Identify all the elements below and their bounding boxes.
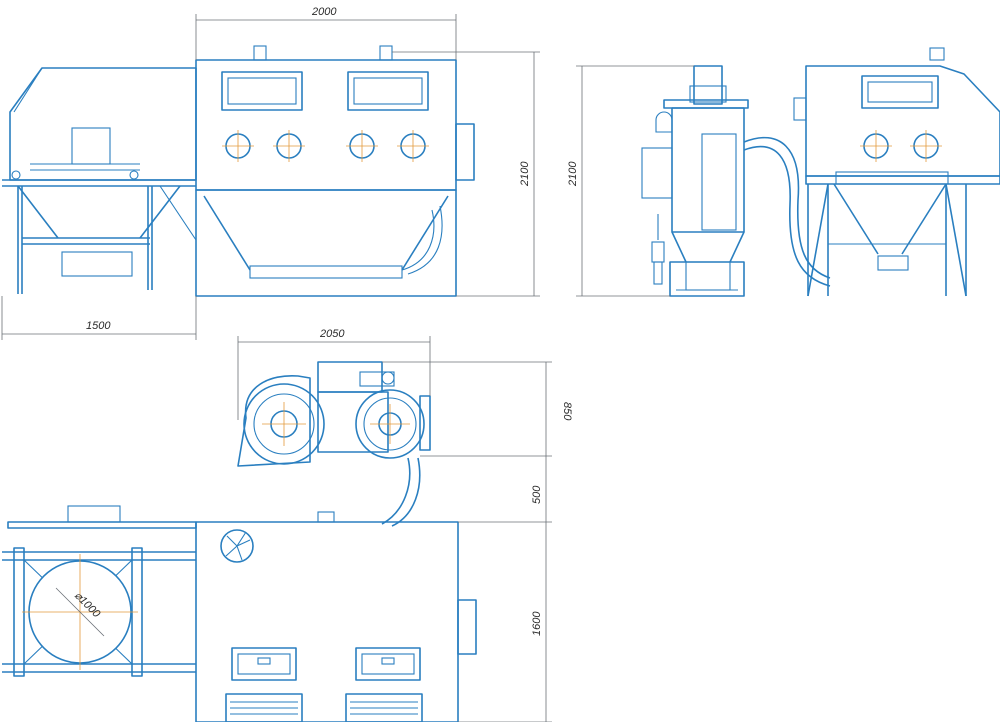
dim-collector-width: 2050 bbox=[319, 328, 345, 340]
side-view-dust-collector bbox=[641, 65, 831, 297]
dim-gap: 500 bbox=[531, 485, 543, 504]
dim-collector-depth: 850 bbox=[561, 402, 573, 421]
top-view-cabinet bbox=[2, 505, 477, 722]
front-view-hopper bbox=[2, 67, 197, 294]
dim-hopper-width: 1500 bbox=[86, 320, 111, 332]
dim-front-width: 2000 bbox=[311, 6, 337, 18]
side-view-cabinet bbox=[793, 47, 1000, 297]
dimension-labels: 2000 2100 2100 1500 2050 850 500 1600 ⌀1… bbox=[72, 6, 579, 636]
dim-front-height: 2100 bbox=[519, 161, 531, 187]
dim-cabinet-depth: 1600 bbox=[531, 611, 543, 636]
dim-side-height: 2100 bbox=[567, 161, 579, 187]
top-view-dust-collector bbox=[237, 361, 431, 527]
dimension-lines bbox=[1, 14, 694, 722]
front-view-cabinet bbox=[195, 45, 475, 297]
